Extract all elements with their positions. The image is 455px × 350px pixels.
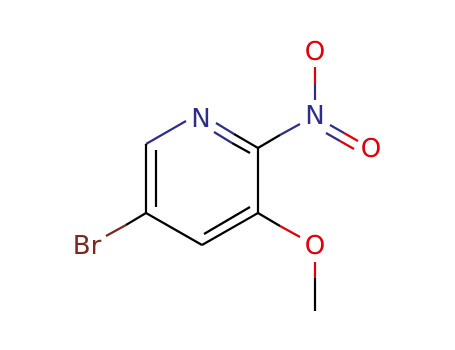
bond-c5-br <box>125 212 147 226</box>
bond-c2-n-nitro <box>257 134 281 149</box>
bond-n-nitro-o-right <box>329 124 345 134</box>
bond-c5-c4 <box>145 212 203 246</box>
bond-n-nitro-o-right-o <box>343 132 359 142</box>
atom-n-ring: N <box>191 104 210 134</box>
bond-c3-o-methoxy <box>257 212 281 227</box>
bond-c2-n-ring-n <box>215 122 235 135</box>
bond-n-ring-c-top-left <box>145 120 187 145</box>
atom-o-nitro-top: O <box>305 37 325 67</box>
atom-n-nitro: N <box>305 101 324 131</box>
bond-c4-c3-inner <box>203 206 251 235</box>
bond-c2-n-ring-inner <box>231 142 251 154</box>
bonds <box>105 67 359 311</box>
bond-c2-n-ring <box>233 133 259 149</box>
atom-labels: N O N O O Br <box>73 37 382 261</box>
atom-br: Br <box>73 231 102 261</box>
bond-c4-c3 <box>201 212 259 246</box>
atom-o-nitro-right: O <box>361 134 381 164</box>
bond-n-nitro-o-right-inner-o <box>339 140 355 150</box>
atom-o-methoxy: O <box>305 231 325 261</box>
bond-c3-o-methoxy-o <box>279 225 301 238</box>
bond-c5-br-br <box>105 224 127 237</box>
bond-n-nitro-o-right-inner <box>325 132 341 142</box>
bond-c2-n-ring-inner-n <box>213 131 233 144</box>
bond-c2-n-nitro-n <box>279 123 301 136</box>
